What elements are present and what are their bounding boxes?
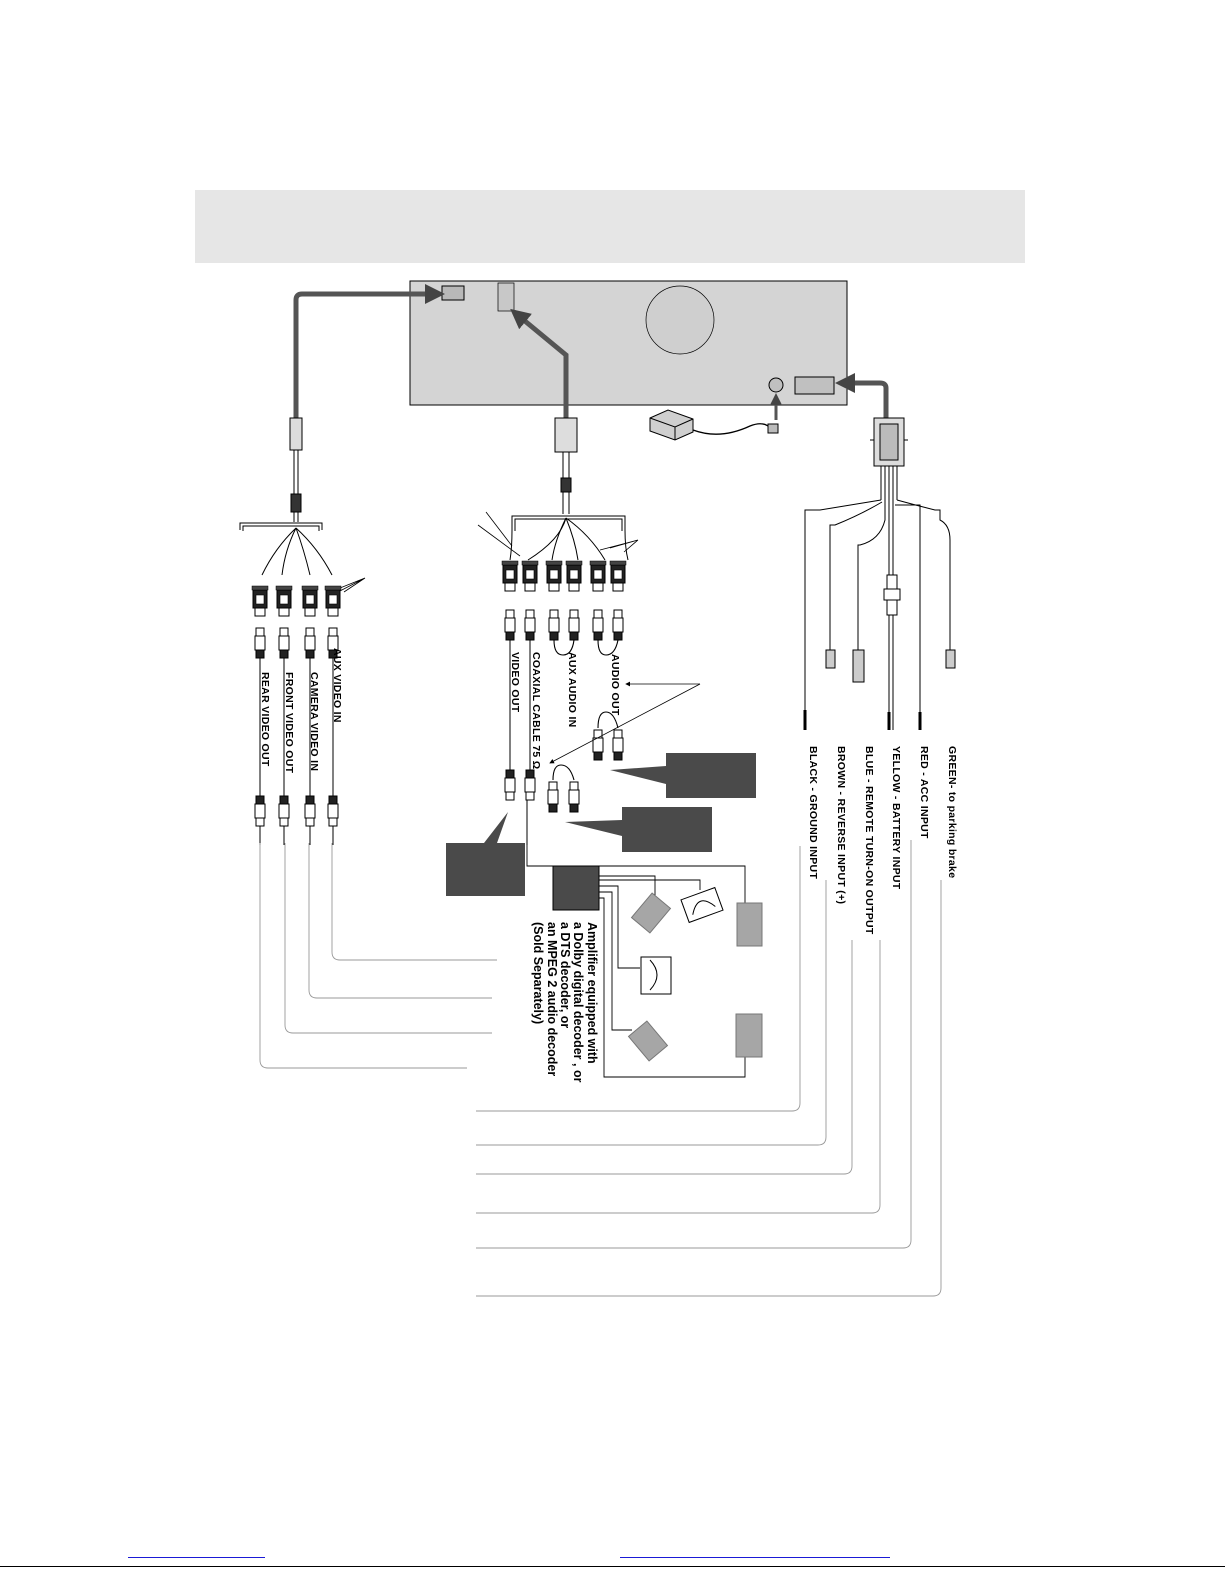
header-band	[195, 190, 1025, 263]
head-unit-icon	[409, 280, 848, 406]
rca-connector-icon	[251, 585, 269, 617]
rca-connector-icon	[524, 609, 536, 641]
speaker-icon	[627, 886, 763, 1062]
rca-connector-icon	[612, 729, 624, 761]
rca-connector-icon	[275, 585, 293, 617]
footer-link-left[interactable]	[128, 1557, 265, 1558]
amplifier-icon	[552, 865, 600, 911]
left-harness-label: FRONT VIDEO OUT	[283, 672, 295, 774]
rca-connector-icon	[609, 560, 627, 592]
left-rca-connectors	[251, 585, 342, 845]
left-harness-label: CAMERA VIDEO IN	[308, 672, 320, 771]
annotation-arrows	[549, 681, 701, 764]
left-harness	[239, 417, 366, 593]
rca-connector-icon	[501, 560, 519, 592]
rca-connector-icon	[278, 627, 290, 659]
rca-connector-icon	[589, 560, 607, 592]
rca-connector-icon	[592, 729, 604, 761]
routing-wires	[259, 840, 942, 1297]
power-wire-label: BLACK - GROUND INPUT	[807, 746, 819, 879]
power-wire-labels: BLACK - GROUND INPUT BROWN - REVERSE INPU…	[807, 746, 958, 935]
left-harness-label: REAR VIDEO OUT	[259, 672, 271, 767]
callout-boxes	[446, 753, 756, 896]
power-wire-label: GREEN- to parking brake	[946, 746, 958, 878]
rca-connector-icon	[521, 560, 539, 592]
rca-connector-icon	[565, 560, 583, 592]
rca-connector-icon	[504, 769, 516, 801]
rca-connector-icon	[504, 609, 516, 641]
power-harness	[803, 417, 956, 730]
rca-connector-icon	[524, 769, 536, 801]
amplifier-label-line: (Sold Separately)	[531, 922, 545, 1024]
middle-rca-connectors	[501, 560, 627, 845]
power-wire-label: BROWN - REVERSE INPUT (+)	[835, 746, 847, 904]
left-harness-label: AUX VIDEO IN	[331, 648, 343, 723]
footer-rule	[0, 1566, 1225, 1567]
footer-link-right[interactable]	[620, 1557, 890, 1558]
middle-harness-label: COAXIAL CABLE 75 Ω	[530, 652, 542, 769]
harness-connection-arrows	[293, 284, 889, 420]
rca-connector-icon	[547, 781, 559, 813]
left-harness-labels: REAR VIDEO OUT FRONT VIDEO OUT CAMERA VIDE…	[259, 648, 343, 774]
power-wire-label: BLUE - REMOTE TURN-ON OUTPUT	[863, 746, 875, 935]
rca-connector-icon	[327, 795, 339, 827]
remote-control-icon	[649, 409, 779, 441]
audio-loop-cables	[552, 639, 619, 781]
rca-connector-icon	[548, 609, 560, 641]
middle-harness	[477, 417, 639, 561]
rca-connector-icon	[568, 609, 580, 641]
middle-harness-label: AUX AUDIO IN	[566, 652, 578, 728]
rca-connector-icon	[612, 609, 624, 641]
rca-connector-icon	[592, 609, 604, 641]
middle-harness-labels: VIDEO OUT COAXIAL CABLE 75 Ω AUX AUDIO IN A…	[509, 652, 621, 769]
middle-harness-label: VIDEO OUT	[509, 652, 521, 713]
rca-connector-icon	[254, 795, 266, 827]
speaker-wiring	[526, 845, 746, 1078]
rca-connector-icon	[324, 585, 342, 617]
power-wire-label: YELLOW - BATTERY INPUT	[890, 746, 902, 890]
rca-connector-icon	[254, 627, 266, 659]
rca-connector-icon	[301, 585, 319, 617]
amplifier-label-line: a Dolby digital decoder , or	[571, 922, 585, 1083]
rca-connector-icon	[568, 781, 580, 813]
jumper-rca-connectors	[547, 729, 624, 813]
middle-harness-label: AUDIO OUT	[609, 654, 621, 716]
amplifier-label-line: Amplifier equipped with	[585, 922, 599, 1064]
rca-connector-icon	[545, 560, 563, 592]
amplifier-label-line: a DTS decoder, or	[558, 922, 572, 1028]
rca-connector-icon	[278, 795, 290, 827]
rca-connector-icon	[304, 795, 316, 827]
power-wire-label: RED - ACC INPUT	[918, 746, 930, 839]
rca-connector-icon	[304, 627, 316, 659]
amplifier-label-line: an MPEG 2 audio decoder	[545, 922, 559, 1076]
